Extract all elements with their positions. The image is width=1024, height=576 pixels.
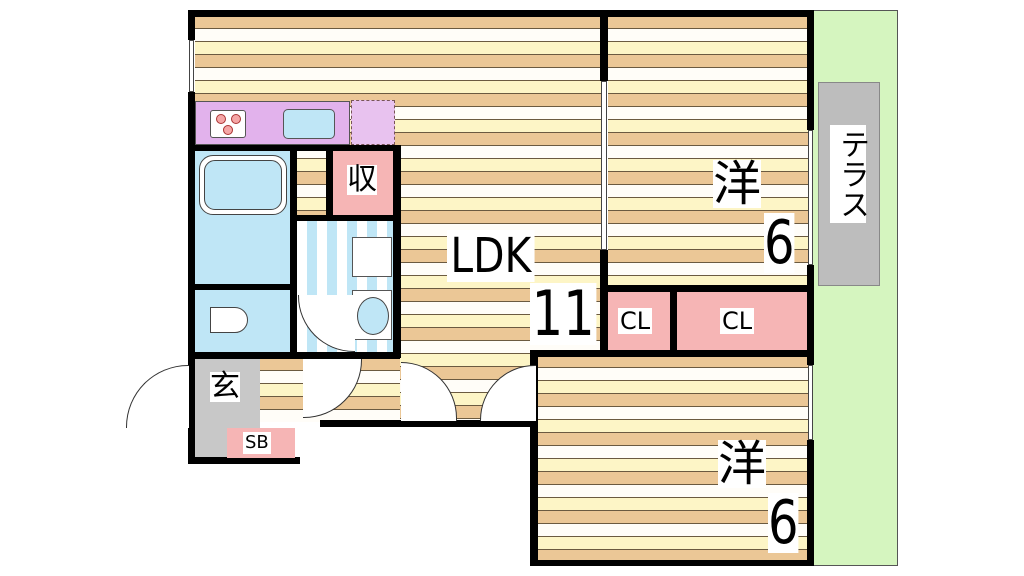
wall	[807, 265, 814, 365]
window	[189, 40, 194, 92]
entrance-door[interactable]	[126, 365, 189, 428]
wall	[530, 560, 814, 566]
terrace-label: テラス	[830, 125, 869, 223]
bedroom-south-size: 6	[768, 488, 799, 558]
bedroom-north-label: 洋	[713, 156, 762, 212]
closet-small-label: CL	[618, 307, 653, 335]
wall	[807, 440, 814, 566]
stove-icon	[210, 110, 246, 138]
sink-icon	[283, 109, 335, 139]
washing-machine-space	[352, 237, 392, 277]
entrance-label: 玄	[210, 369, 240, 404]
toilet-icon	[210, 307, 248, 333]
wall	[195, 145, 401, 151]
wall	[195, 284, 297, 290]
shoe-box-label: SB	[243, 432, 271, 454]
wall	[188, 10, 814, 17]
wall	[600, 250, 608, 355]
wall	[290, 148, 297, 358]
wall	[195, 352, 400, 359]
wall	[188, 10, 195, 40]
wall	[188, 457, 300, 464]
washbasin-icon	[352, 290, 392, 340]
wall	[670, 285, 677, 355]
window	[808, 365, 813, 440]
wall	[530, 355, 538, 566]
closet-large-label: CL	[720, 307, 755, 335]
wall	[600, 285, 814, 292]
wall	[297, 215, 397, 221]
refrigerator-space	[351, 100, 395, 145]
bedroom-south-label: 洋	[718, 436, 767, 492]
bedroom-north-size: 6	[764, 208, 795, 278]
window	[808, 130, 813, 265]
wall	[600, 16, 608, 81]
storage-label: 収	[347, 162, 377, 197]
wall	[320, 420, 538, 427]
bathtub-icon	[199, 155, 287, 215]
ldk-size: 11	[530, 277, 597, 350]
wall	[807, 10, 814, 130]
wall	[326, 148, 333, 218]
wall	[393, 148, 401, 358]
ldk-label: LDK	[447, 230, 535, 282]
wall	[188, 92, 195, 464]
sliding-door[interactable]	[601, 81, 607, 250]
